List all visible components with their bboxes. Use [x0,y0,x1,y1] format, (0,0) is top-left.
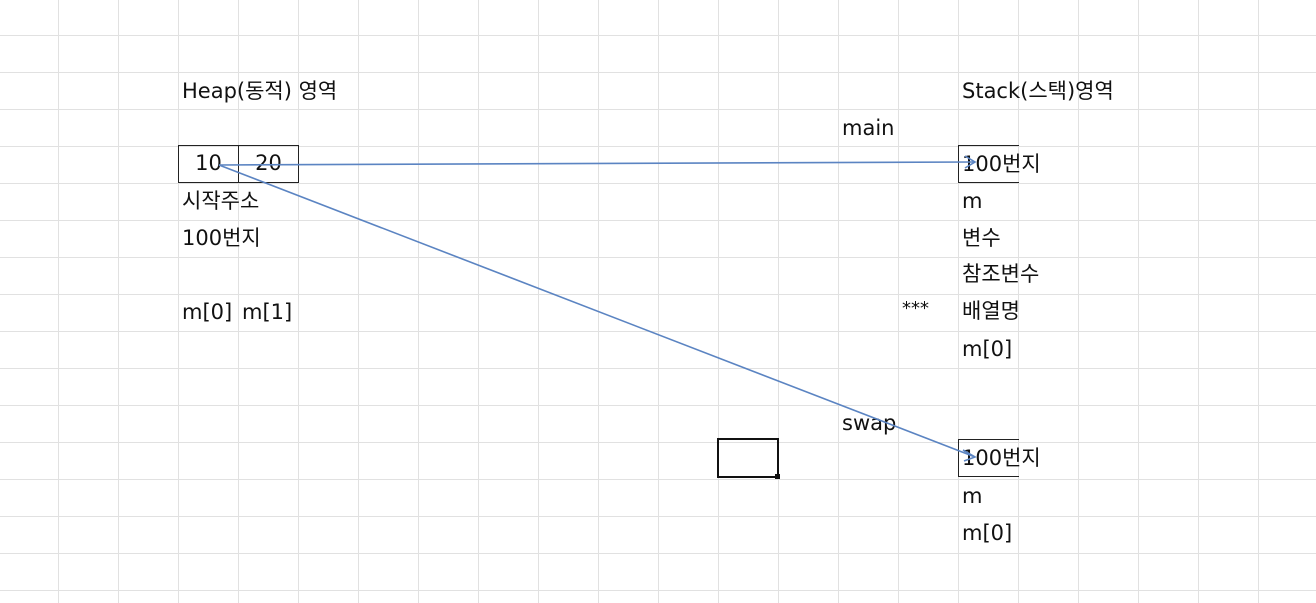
swap-address: 100번지 [962,446,1041,470]
main-line-variable: 변수 [962,226,1001,250]
main-frame-label: main [842,116,895,140]
swap-line-m0: m[0] [962,521,1013,545]
heap-address: 100번지 [182,226,261,250]
heap-cell-0[interactable]: 10 [178,145,239,183]
main-line-m0: m[0] [962,337,1013,361]
main-line-m: m [962,189,983,213]
selection-fill-handle[interactable] [775,474,780,479]
heap-start-label: 시작주소 [182,189,260,213]
main-line-array-name: 배열명 [962,299,1020,323]
selected-cell[interactable] [717,438,779,478]
arrow-to-main [218,161,976,166]
main-note-asterisks: *** [902,298,929,319]
heap-cell-1[interactable]: 20 [238,145,299,183]
swap-line-m: m [962,484,983,508]
stack-title: Stack(스택)영역 [962,79,1114,103]
heap-title: Heap(동적) 영역 [182,79,338,103]
heap-index-1: m[1] [242,300,293,324]
swap-frame-label: swap [842,411,897,435]
main-address: 100번지 [962,152,1041,176]
heap-index-0: m[0] [182,300,233,324]
main-line-reference-variable: 참조변수 [962,262,1040,286]
swap-address-cell[interactable] [958,439,1019,477]
